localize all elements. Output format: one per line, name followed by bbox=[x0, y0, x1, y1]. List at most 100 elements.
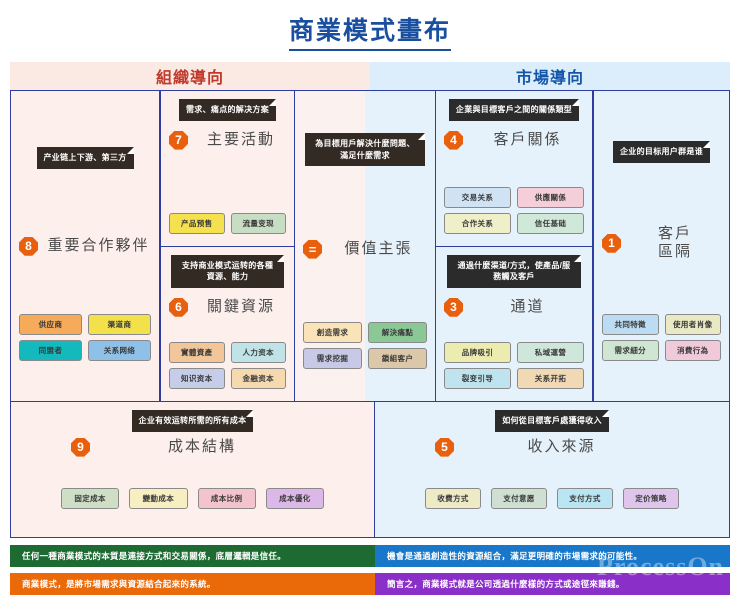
key-activities-label: 主要活動 bbox=[206, 130, 275, 148]
key-activities-heading: 7 主要活動 bbox=[169, 130, 286, 150]
cost-structure-heading: 9 成本結構 bbox=[19, 437, 366, 457]
cost-structure-note: 企业有效运转所需的所有成本 bbox=[131, 410, 254, 432]
tag[interactable]: 使用者肖像 bbox=[664, 314, 721, 335]
footer-row-1: 任何一種商業模式的本質是連接方式和交易關係，底層邏輯是信任。 機會是通過創造性的… bbox=[10, 545, 730, 567]
customer-segments-label: 客戶 區隔 bbox=[657, 224, 692, 261]
key-resources-heading: 6 關鍵資源 bbox=[169, 297, 286, 317]
tag[interactable]: 支付方式 bbox=[557, 488, 613, 509]
tag[interactable]: 关系网络 bbox=[88, 340, 151, 361]
block-cost-structure[interactable]: 企业有效运转所需的所有成本 9 成本結構 固定成本 變動成本 成本比例 成本優化 bbox=[10, 402, 375, 538]
key-resources-number-badge: 6 bbox=[169, 297, 188, 317]
block-value-proposition[interactable]: 為目標用戶解決什麼問題、滿足什麼需求 = 價值主張 創造需求 解決痛點 需求挖掘… bbox=[295, 90, 435, 402]
canvas-bottom-row: 企业有效运转所需的所有成本 9 成本結構 固定成本 變動成本 成本比例 成本優化… bbox=[10, 402, 730, 538]
footer-quotes: 任何一種商業模式的本質是連接方式和交易關係，底層邏輯是信任。 機會是通過創造性的… bbox=[10, 545, 730, 595]
orientation-band: 組織導向 市場導向 bbox=[10, 62, 730, 90]
channels-tags: 品牌吸引 私域運營 裂变引导 关系开拓 bbox=[444, 342, 584, 389]
tag[interactable]: 知识资本 bbox=[169, 368, 225, 389]
quote-bar-purple: 簡言之，商業模式就是公司透過什麼樣的方式或途徑來賺錢。 bbox=[375, 573, 730, 595]
customer-relationships-note: 企業與目標客戶之間的關係類型 bbox=[448, 99, 580, 121]
quote-bar-orange: 商業模式，是將市場需求與資源結合起來的系統。 bbox=[10, 573, 375, 595]
key-resources-note: 支持商业模式运转的各種資源、能力 bbox=[171, 254, 284, 288]
block-key-partners[interactable]: 产业链上下游、第三方 8 重要合作夥伴 供应商 渠道商 同盟者 关系网络 bbox=[10, 90, 160, 402]
tag[interactable]: 合作关系 bbox=[444, 212, 511, 234]
key-activities-note: 需求、痛点的解决方案 bbox=[179, 99, 276, 121]
channels-heading: 3 通道 bbox=[444, 297, 584, 317]
tag[interactable]: 解決痛點 bbox=[368, 322, 427, 343]
key-partners-heading: 8 重要合作夥伴 bbox=[19, 236, 151, 256]
quote-bar-green: 任何一種商業模式的本質是連接方式和交易關係，底層邏輯是信任。 bbox=[10, 545, 375, 567]
tag[interactable]: 人力资本 bbox=[230, 342, 286, 363]
block-customer-relationships[interactable]: 企業與目標客戶之間的關係類型 4 客戶關係 交易关系 供應關係 合作关系 信任基… bbox=[435, 90, 593, 247]
customer-relationships-tags: 交易关系 供應關係 合作关系 信任基础 bbox=[444, 186, 584, 234]
tag[interactable]: 渠道商 bbox=[88, 314, 151, 335]
tag[interactable]: 关系开拓 bbox=[517, 368, 584, 389]
value-proposition-heading: = 價值主張 bbox=[303, 239, 427, 259]
tag[interactable]: 需求細分 bbox=[602, 340, 659, 361]
footer-row-2: 商業模式，是將市場需求與資源結合起來的系統。 簡言之，商業模式就是公司透過什麼樣… bbox=[10, 573, 730, 595]
key-partners-number-badge: 8 bbox=[19, 236, 38, 256]
key-resources-tags: 實體資產 人力资本 知识资本 金融资本 bbox=[169, 342, 286, 389]
customer-relationships-heading: 4 客戶關係 bbox=[444, 130, 584, 150]
tag[interactable]: 金融资本 bbox=[230, 368, 286, 389]
value-proposition-note: 為目標用戶解決什麼問題、滿足什麼需求 bbox=[305, 133, 425, 167]
key-partners-tags: 供应商 渠道商 同盟者 关系网络 bbox=[19, 314, 151, 361]
key-activities-number-badge: 7 bbox=[169, 130, 188, 150]
tag[interactable]: 鎖組客户 bbox=[368, 348, 427, 369]
customer-segments-tags: 共同特徵 使用者肖像 需求細分 消費行為 bbox=[602, 314, 721, 361]
tag[interactable]: 共同特徵 bbox=[602, 314, 659, 335]
tag[interactable]: 流量变现 bbox=[230, 212, 286, 234]
tag[interactable]: 消費行為 bbox=[664, 340, 721, 361]
tag[interactable]: 产品预售 bbox=[169, 212, 225, 234]
channels-number-badge: 3 bbox=[444, 297, 463, 317]
channels-note: 通過什麼渠道/方式，使產品/服務觸及客戶 bbox=[446, 254, 582, 288]
tag[interactable]: 成本比例 bbox=[197, 488, 256, 509]
tag[interactable]: 實體資產 bbox=[169, 342, 225, 363]
tag[interactable]: 固定成本 bbox=[61, 488, 120, 509]
block-channels[interactable]: 通過什麼渠道/方式，使產品/服務觸及客戶 3 通道 品牌吸引 私域運營 裂变引导… bbox=[435, 246, 593, 402]
page-title: 商業模式畫布 bbox=[288, 11, 451, 51]
revenue-streams-number-badge: 5 bbox=[435, 437, 454, 457]
cost-structure-tags: 固定成本 變動成本 成本比例 成本優化 bbox=[19, 488, 366, 511]
value-proposition-label: 價值主張 bbox=[344, 239, 413, 257]
value-proposition-number-badge: = bbox=[303, 239, 322, 259]
band-organization-oriented: 組織導向 bbox=[10, 62, 370, 90]
tag[interactable]: 收費方式 bbox=[425, 488, 481, 509]
channels-label: 通道 bbox=[510, 297, 545, 315]
block-customer-segments[interactable]: 企业的目标用户群是谁 1 客戶 區隔 共同特徵 使用者肖像 需求細分 消費行為 bbox=[593, 90, 730, 402]
column-relationships-channels: 企業與目標客戶之間的關係類型 4 客戶關係 交易关系 供應關係 合作关系 信任基… bbox=[435, 90, 593, 402]
revenue-streams-heading: 5 收入來源 bbox=[383, 437, 721, 457]
tag[interactable]: 供应商 bbox=[19, 314, 82, 335]
block-key-activities[interactable]: 需求、痛点的解决方案 7 主要活動 产品预售 流量变现 bbox=[160, 90, 295, 247]
tag[interactable]: 供應關係 bbox=[517, 186, 584, 208]
key-partners-label: 重要合作夥伴 bbox=[47, 236, 150, 254]
customer-segments-number-badge: 1 bbox=[602, 233, 621, 253]
value-proposition-tags: 創造需求 解決痛點 需求挖掘 鎖組客户 bbox=[303, 322, 427, 369]
block-key-resources[interactable]: 支持商业模式运转的各種資源、能力 6 關鍵資源 實體資產 人力资本 知识资本 金… bbox=[160, 246, 295, 402]
tag[interactable]: 定价策略 bbox=[623, 488, 679, 509]
key-activities-tags: 产品预售 流量变现 bbox=[169, 212, 286, 234]
canvas-top-row: 产业链上下游、第三方 8 重要合作夥伴 供应商 渠道商 同盟者 关系网络 bbox=[10, 90, 730, 402]
tag[interactable]: 創造需求 bbox=[303, 322, 362, 343]
key-partners-note: 产业链上下游、第三方 bbox=[36, 147, 134, 169]
block-revenue-streams[interactable]: 如何從目標客戶處獲得收入 5 收入來源 收費方式 支付意愿 支付方式 定价策略 bbox=[375, 402, 730, 538]
tag[interactable]: 支付意愿 bbox=[491, 488, 547, 509]
revenue-streams-label: 收入來源 bbox=[527, 437, 596, 455]
band-market-oriented: 市場導向 bbox=[370, 62, 730, 90]
tag[interactable]: 私域運營 bbox=[517, 342, 584, 363]
customer-segments-heading: 1 客戶 區隔 bbox=[602, 225, 721, 263]
tag[interactable]: 需求挖掘 bbox=[303, 348, 362, 369]
tag[interactable]: 交易关系 bbox=[444, 186, 511, 208]
revenue-streams-note: 如何從目標客戶處獲得收入 bbox=[495, 410, 609, 432]
tag[interactable]: 品牌吸引 bbox=[444, 342, 511, 363]
tag[interactable]: 裂变引导 bbox=[444, 368, 511, 389]
tag[interactable]: 信任基础 bbox=[517, 212, 584, 234]
cost-structure-number-badge: 9 bbox=[71, 437, 90, 457]
tag[interactable]: 同盟者 bbox=[19, 340, 82, 361]
tag[interactable]: 成本優化 bbox=[265, 488, 324, 509]
title-container: 商業模式畫布 bbox=[0, 0, 740, 51]
customer-relationships-number-badge: 4 bbox=[444, 130, 463, 150]
revenue-streams-tags: 收費方式 支付意愿 支付方式 定价策略 bbox=[383, 488, 721, 511]
quote-bar-blue: 機會是通過創造性的資源組合，滿足更明確的市場需求的可能性。 bbox=[375, 545, 730, 567]
key-resources-label: 關鍵資源 bbox=[206, 297, 275, 315]
tag[interactable]: 變動成本 bbox=[129, 488, 188, 509]
